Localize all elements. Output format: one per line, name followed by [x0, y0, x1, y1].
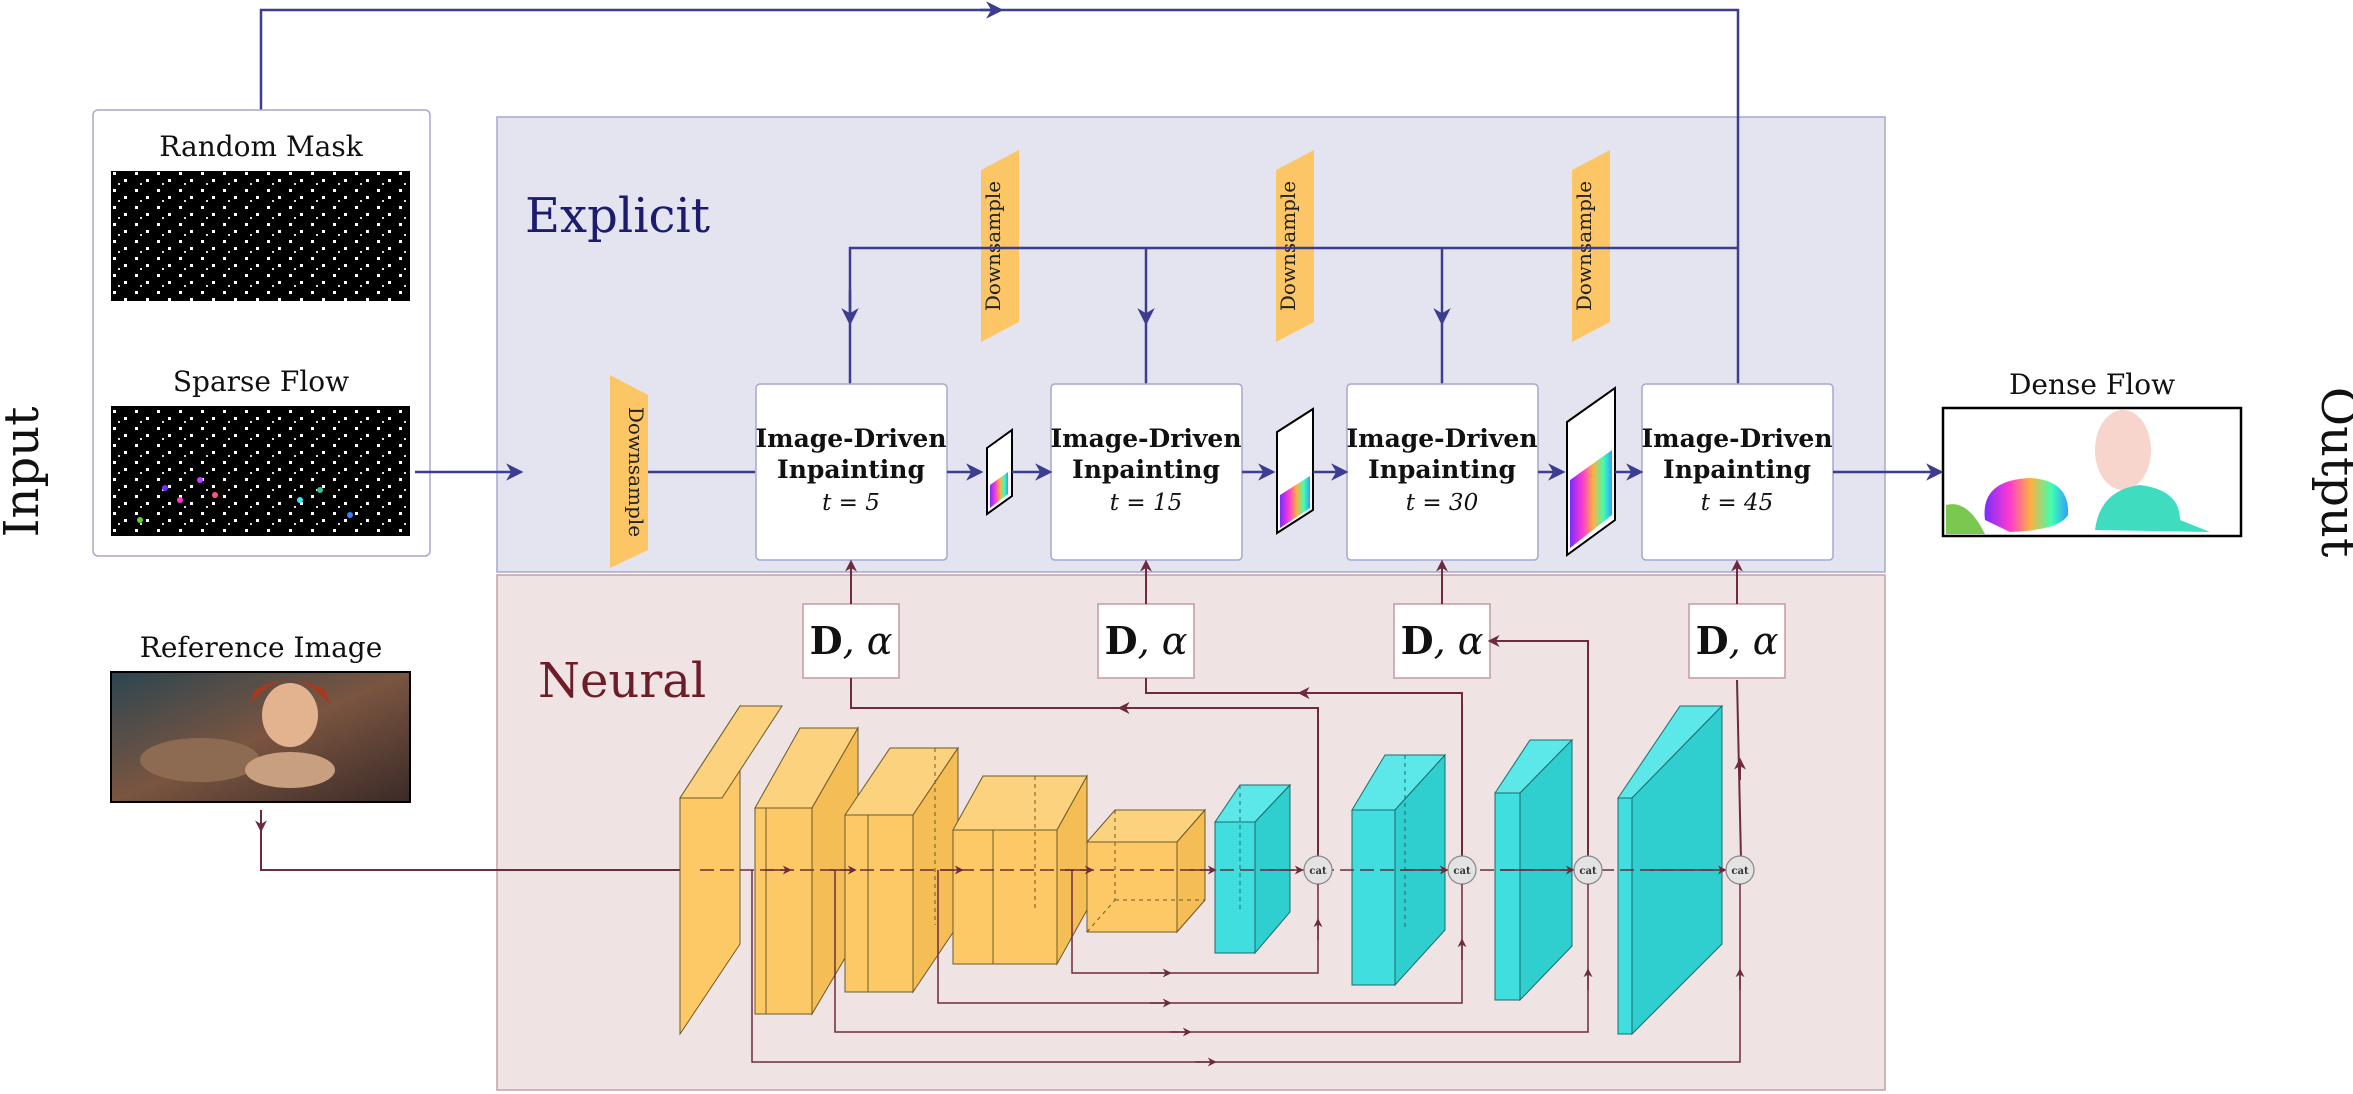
- svg-text:D, α: D, α: [810, 618, 893, 663]
- downsample-shape-3: [1572, 150, 1610, 342]
- cat-label-2: cat: [1453, 866, 1471, 877]
- d-symbol-3: D: [1401, 618, 1434, 663]
- d-symbol-4: D: [1696, 618, 1729, 663]
- flow-thumb-3-color: [1570, 450, 1612, 548]
- inpaint-title-1b: Inpainting: [777, 455, 925, 484]
- downsample-label-3: Downsample: [1572, 181, 1596, 311]
- d-symbol-2: D: [1105, 618, 1138, 663]
- svg-text:D, α: D, α: [1401, 618, 1484, 663]
- alpha-symbol-2: , α: [1138, 619, 1188, 663]
- downsample-label-2: Downsample: [1276, 181, 1300, 311]
- alpha-symbol-3: , α: [1434, 619, 1484, 663]
- svg-text:D, α: D, α: [1105, 618, 1188, 663]
- inpaint-step-4: t = 45: [1701, 490, 1773, 516]
- cat-label-4: cat: [1731, 866, 1749, 877]
- inpaint-box-3: Image-Driven Inpainting t = 30: [1346, 383, 1539, 561]
- dense-flow-image: [1941, 406, 2243, 538]
- downsample-label-0: Downsample: [624, 407, 648, 537]
- dense-flow-label: Dense Flow: [2009, 368, 2175, 401]
- inpaint-title-1a: Image-Driven: [755, 424, 946, 453]
- inpaint-title-3b: Inpainting: [1368, 455, 1516, 484]
- inpaint-step-1: t = 5: [822, 490, 880, 516]
- cat1-to-dalpha1-line: [850, 678, 1319, 860]
- inpaint-box-1: Image-Driven Inpainting t = 5: [755, 383, 948, 561]
- cat-label-3: cat: [1579, 866, 1597, 877]
- sparse-flow-image: [111, 406, 410, 536]
- alpha-symbol-4: , α: [1729, 619, 1779, 663]
- downsample-shape-0: [610, 375, 648, 568]
- downsample-shape-1: [981, 150, 1019, 342]
- decoder-block-1: [1214, 783, 1292, 955]
- encoder-block-5: [1085, 808, 1207, 934]
- cat-node-4: cat: [1725, 855, 1755, 885]
- explicit-label: Explicit: [525, 188, 710, 244]
- inpaint-title-3a: Image-Driven: [1346, 424, 1537, 453]
- sparse-flow-label: Sparse Flow: [173, 365, 349, 398]
- inpaint-title-4a: Image-Driven: [1641, 424, 1832, 453]
- alpha-symbol-1: , α: [843, 619, 893, 663]
- d-alpha-box-1: D, α: [802, 603, 900, 679]
- inpaint-step-3: t = 30: [1406, 490, 1478, 516]
- inpaint-step-2: t = 15: [1110, 490, 1182, 516]
- reference-image: [110, 671, 411, 803]
- neural-label: Neural: [538, 653, 706, 709]
- encoder-block-3: [844, 746, 959, 994]
- skip-connection-3: [834, 870, 1589, 1033]
- d-alpha-box-3: D, α: [1393, 603, 1491, 679]
- inpaint-box-4: Image-Driven Inpainting t = 45: [1641, 383, 1834, 561]
- flow-thumb-2-color: [1280, 476, 1310, 528]
- inpaint-title-2a: Image-Driven: [1050, 424, 1241, 453]
- decoder-block-3: [1494, 738, 1574, 1002]
- inpaint-box-2: Image-Driven Inpainting t = 15: [1050, 383, 1243, 561]
- output-side-label: Output: [2310, 387, 2353, 557]
- inpaint-title-4b: Inpainting: [1663, 455, 1811, 484]
- random-mask-image: [111, 171, 410, 301]
- random-mask-label: Random Mask: [159, 130, 363, 163]
- input-side-label: Input: [0, 407, 50, 538]
- d-alpha-box-2: D, α: [1097, 603, 1195, 679]
- cat-node-3: cat: [1573, 855, 1603, 885]
- encoder-block-4: [952, 774, 1088, 966]
- reference-image-label: Reference Image: [140, 631, 383, 664]
- cat-node-2: cat: [1447, 855, 1477, 885]
- downsample-shape-2: [1276, 150, 1314, 342]
- flow-thumb-1-color: [990, 472, 1008, 508]
- cat-label-1: cat: [1309, 866, 1327, 877]
- d-alpha-box-4: D, α: [1688, 603, 1786, 679]
- d-symbol-1: D: [810, 618, 843, 663]
- svg-text:D, α: D, α: [1696, 618, 1779, 663]
- downsample-label-1: Downsample: [981, 181, 1005, 311]
- cat3-to-dalpha3-line: [1487, 635, 1589, 860]
- inpaint-title-2b: Inpainting: [1072, 455, 1220, 484]
- cat-node-1: cat: [1303, 855, 1333, 885]
